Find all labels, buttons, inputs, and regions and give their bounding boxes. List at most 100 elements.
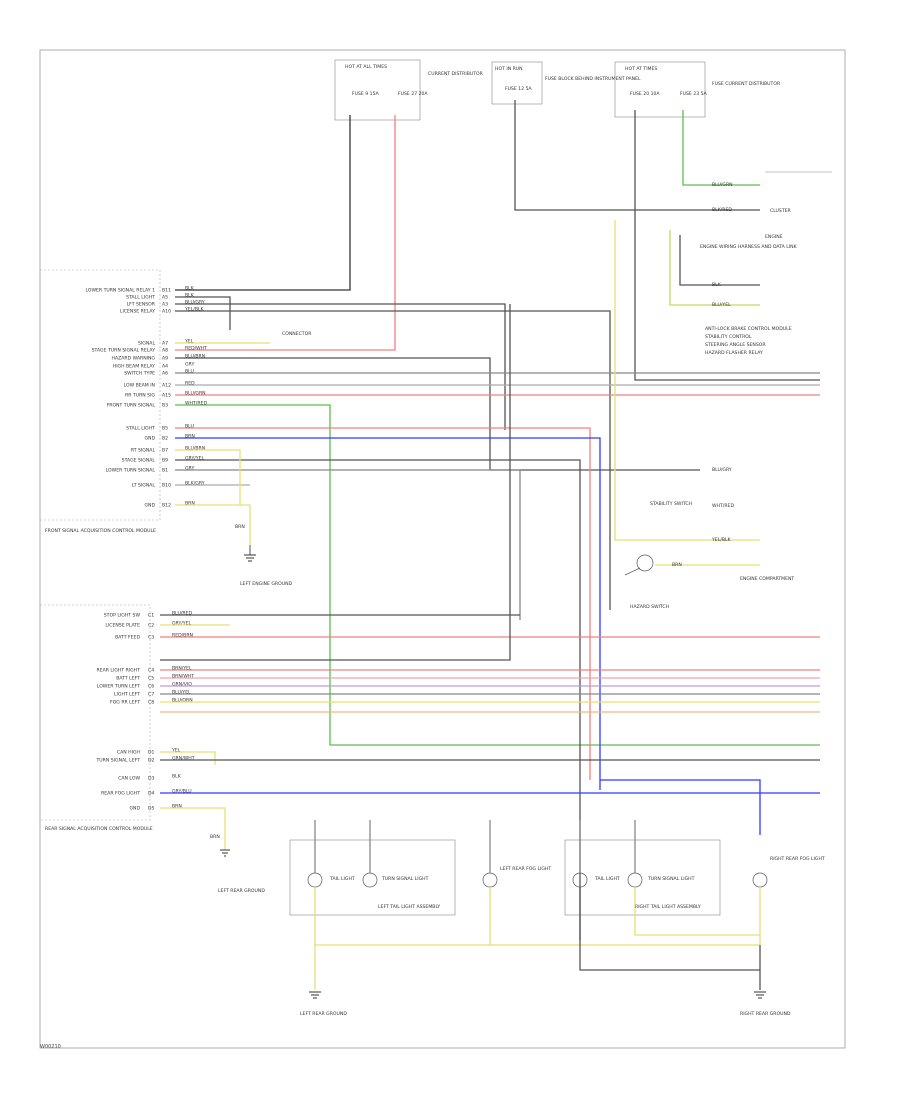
ground-label: LEFT REAR GROUND [300,1011,347,1017]
wire-right-turn [600,779,761,835]
pin-number: A3 [162,302,168,308]
pin-label: LOWER TURN SIGNAL RELAY 1 [85,288,155,294]
pin-label: LOWER TURN LEFT [97,684,140,690]
label-engine-harness: ENGINE WIRING HARNESS AND DATA LINK [700,244,798,250]
fuse-box-title: HOT AT TIMES [625,66,657,72]
wire-color-code: BRN [185,501,195,507]
pin-label: STALL LIGHT [126,426,155,432]
wire-a10 [175,310,611,610]
fuse-label: FUSE 27 20A [398,91,428,97]
pin-number: A5 [162,295,168,301]
pin-number: D3 [148,776,155,782]
pin-number: A6 [162,371,168,377]
wire-fuse23-feed [682,110,760,186]
lamp-label: RIGHT REAR FOG LIGHT [770,856,825,862]
left-rear-fog-light: LEFT REAR FOG LIGHT [482,866,551,888]
wire-color-code: BLU/YEL [172,690,191,696]
pin-number: B9 [162,458,168,464]
lamp-label: TAIL LIGHT [594,876,620,882]
wire-color-code: GRY [185,362,194,368]
wire-color-code: GRY/YEL [172,621,192,627]
right-wire-tags: BLU/GRN BLK/RED BLK BLU/YEL BLU/GRY WHT/… [672,182,734,568]
wire-fuse27-feed [175,115,396,351]
wire-a5 [175,296,231,330]
wire-color-code: BRN [185,434,195,440]
pin-label: GND [144,436,155,442]
label-engine: ENGINE [765,234,783,240]
lamp-label: TAIL LIGHT [329,876,355,882]
pin-label: FOG RR LEFT [110,700,140,706]
fuse-box-hot-run: HOT IN RUN FUSE BLOCK BEHIND INSTRUMENT … [491,61,641,105]
pin-label: LIGHT LEFT [114,692,140,698]
pin-label: FRONT TURN SIGNAL [107,403,156,409]
wire-to-stability [614,220,760,541]
ground-wire: BRN [235,524,245,530]
pin-number: B3 [162,403,168,409]
fuse-label: FUSE 23 5A [680,91,708,97]
pin-number: A8 [162,348,168,354]
wire-to-abs [669,230,760,306]
pin-number: C4 [148,668,154,674]
wire-color-code: RED/BRN [172,633,193,639]
pin-label: STOP LIGHT SW [104,613,141,619]
pin-label: HIGH BEAM RELAY [113,364,155,370]
wire-a15 [175,404,820,746]
wire-tag: BRN [672,562,682,568]
wire-color-code: RED/WHT [185,346,207,352]
pin-label: STAGE TURN SIGNAL RELAY [92,348,156,354]
pin-number: B1 [162,468,168,474]
wire-b3 [175,427,591,780]
wire-b12 [175,504,251,545]
pin-label: SIGNAL [138,341,155,347]
bottom-ground-left: LEFT REAR GROUND [300,991,347,1017]
wire-tag: BLU/GRN [712,182,733,188]
pin-label: LICENSE PLATE [105,623,140,629]
fuse-box-hot-acc: HOT AT TIMES FUSE CURRENT DISTRIBUTOR FU… [614,61,781,118]
wire-color-code: BRN/YEL [172,666,192,672]
wire-tag: YEL/BLK [711,537,732,543]
wire-b9 [175,469,521,620]
wire-color-code: WHT/RED [185,401,207,407]
fuse-label: FUSE 9 15A [352,91,380,97]
wire-b7 [175,459,581,940]
pin-number: D1 [148,750,155,756]
pin-label: LOW BEAM IN [124,383,155,389]
fuse-box-hot-at-all-times: HOT AT ALL TIMES CURRENT DISTRIBUTOR FUS… [334,59,484,121]
fuse-label: FUSE 12 5A [505,86,533,92]
wire-tag: BLU/YEL [712,302,731,308]
pin-number: C2 [148,623,154,629]
lamp-label: TURN SIGNAL LIGHT [647,876,695,882]
right-tail-light-assembly: TAIL LIGHT TURN SIGNAL LIGHT RIGHT TAIL … [564,839,721,916]
wire-color-code: GRY [185,466,194,472]
label-cluster: CLUSTER [770,208,792,214]
wire-d5 [160,807,226,850]
hazard-switch [624,554,654,576]
pin-label: RR TURN SIG [125,393,155,399]
pin-number: A7 [162,341,168,347]
wire-color-code: GRY/BLU [172,789,192,795]
pin-number: C8 [148,700,154,706]
lamp-ground-bus [314,887,761,946]
rear-signal-module: REAR SIGNAL ACQUISITION CONTROL MODULE [39,604,153,832]
pin-label: CAN HIGH [117,750,140,756]
pin-number: A4 [162,364,168,370]
wire-left-link [160,304,511,661]
pin-label: REAR LIGHT RIGHT [97,668,141,674]
wire-color-code: BLU/GRN [185,391,206,397]
wire-tag: WHT/RED [712,503,734,509]
ground-wire: BRN [210,834,220,840]
module-title: REAR SIGNAL ACQUISITION CONTROL MODULE [45,826,153,832]
label-hazard-relay: HAZARD FLASHER RELAY [705,350,763,356]
pin-label: BATT FEED [115,635,140,641]
fuse-box-title: HOT IN RUN [495,66,523,72]
ground-label: RIGHT REAR GROUND [740,1011,791,1017]
pin-label: RT SIGNAL [131,448,156,454]
wire-color-code: GRY/YEL [185,456,205,462]
wire-d1 [160,751,216,765]
label-steering-angle: STEERING ANGLE SENSOR [705,342,766,348]
bottom-ground-right: RIGHT REAR GROUND [740,991,791,1017]
lamp-ground [579,887,760,971]
